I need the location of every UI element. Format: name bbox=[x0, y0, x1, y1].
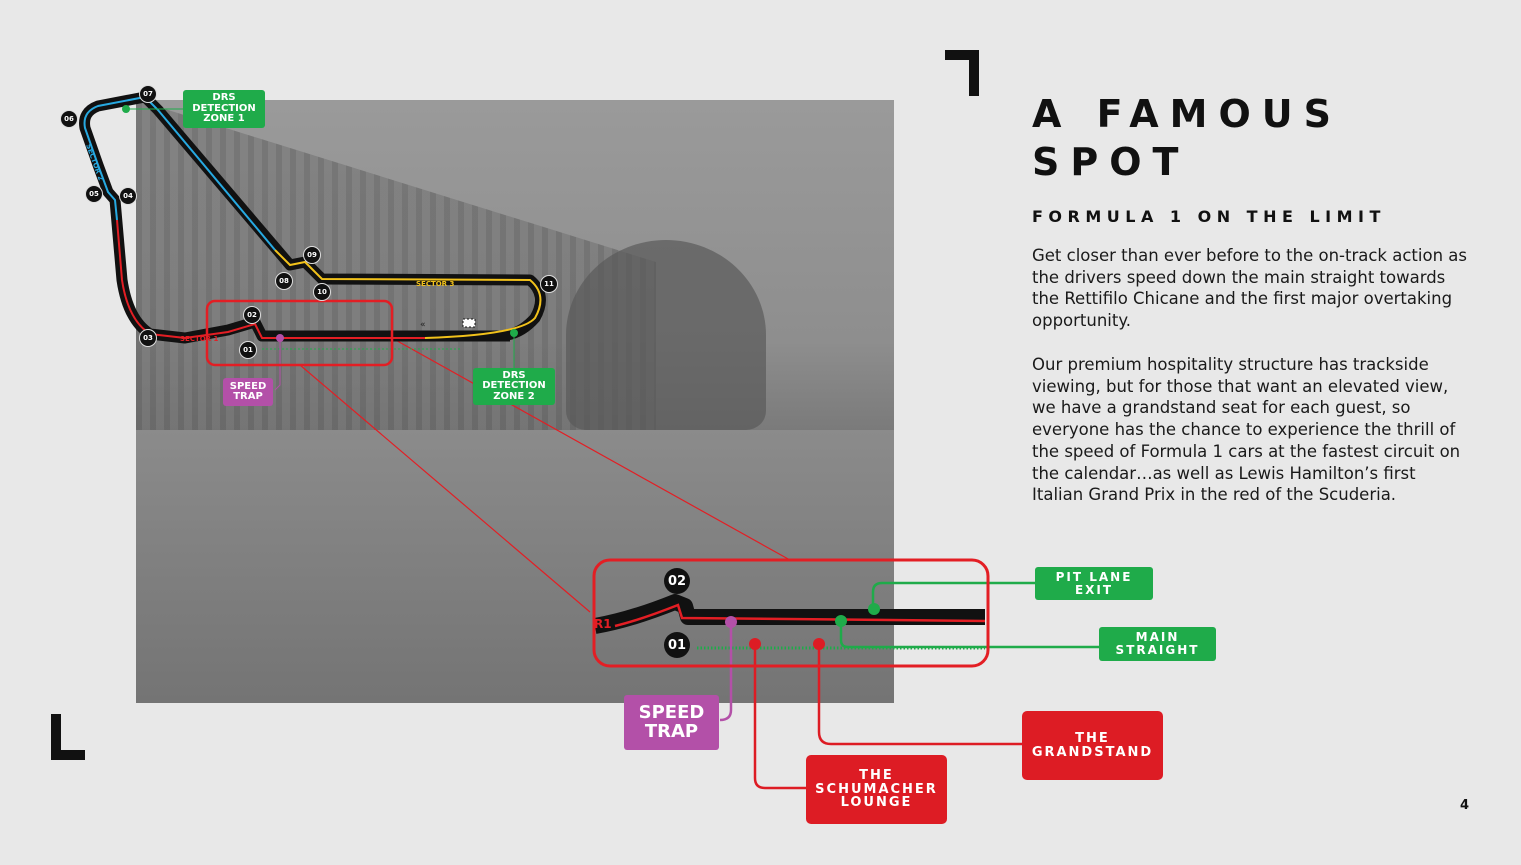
corner-06: 06 bbox=[60, 110, 78, 128]
corner-bracket-bottom-icon bbox=[51, 714, 85, 760]
schumacher-lounge-connector bbox=[753, 645, 806, 790]
pit-lane-exit-label: PIT LANE EXIT bbox=[1035, 567, 1153, 600]
trees-image bbox=[566, 240, 766, 430]
track-surface-image bbox=[136, 430, 894, 703]
corner-07: 07 bbox=[139, 85, 157, 103]
corner-11: 11 bbox=[540, 275, 558, 293]
main-straight-point bbox=[835, 615, 847, 627]
page-title: A FAMOUS SPOT bbox=[1032, 90, 1342, 186]
title-line-2: SPOT bbox=[1032, 140, 1190, 184]
zoom-connector-line bbox=[299, 364, 591, 613]
corner-01: 01 bbox=[239, 341, 257, 359]
drs1-detection-point bbox=[122, 105, 130, 113]
pit-exit-point bbox=[868, 603, 880, 615]
drs2-detection-point bbox=[510, 329, 518, 337]
inset-speed-trap-connector bbox=[719, 622, 733, 722]
corner-03: 03 bbox=[139, 329, 157, 347]
sector-1-label: SECTOR 1 bbox=[180, 335, 219, 343]
inset-track-outline bbox=[593, 594, 985, 634]
sector-1-line bbox=[116, 219, 425, 340]
speed-trap-label: SPEED TRAP bbox=[223, 378, 273, 406]
paragraph-2: Our premium hospitality structure has tr… bbox=[1032, 355, 1461, 505]
sector-3-line bbox=[274, 249, 542, 339]
inset-sector-fragment: R1 bbox=[594, 617, 612, 631]
page-number: 4 bbox=[1460, 798, 1470, 813]
inset-speed-trap-label: SPEED TRAP bbox=[624, 695, 719, 750]
corner-bracket-top-icon bbox=[945, 50, 979, 96]
grandstand-point bbox=[813, 638, 825, 650]
inset-frame bbox=[592, 558, 990, 668]
corner-09: 09 bbox=[303, 246, 321, 264]
drs-zone-1-label: DRS DETECTION ZONE 1 bbox=[183, 90, 265, 128]
direction-chevrons-icon: « bbox=[420, 320, 426, 330]
sector-2-line bbox=[83, 95, 276, 251]
zoom-connector-line bbox=[391, 337, 791, 561]
corner-05: 05 bbox=[85, 185, 103, 203]
zoom-highlight-box bbox=[205, 299, 394, 367]
speed-trap-connector bbox=[274, 338, 281, 391]
pit-exit-connector bbox=[871, 581, 1035, 610]
corner-10: 10 bbox=[313, 283, 331, 301]
inset-sector-1-line bbox=[614, 603, 986, 628]
schumacher-lounge-point bbox=[749, 638, 761, 650]
main-straight-connector bbox=[839, 622, 1099, 649]
inset-corner-02: 02 bbox=[664, 568, 690, 594]
inset-speed-trap-point bbox=[725, 616, 737, 628]
corner-02: 02 bbox=[243, 306, 261, 324]
drs-zone-2-label: DRS DETECTION ZONE 2 bbox=[473, 368, 555, 405]
grandstand-label: THE GRANDSTAND bbox=[1022, 711, 1163, 780]
inset-corner-01: 01 bbox=[664, 632, 690, 658]
corner-08: 08 bbox=[275, 272, 293, 290]
grandstand-connector bbox=[817, 645, 1022, 746]
sector-3-label: SECTOR 3 bbox=[416, 280, 455, 288]
main-straight-label: MAIN STRAIGHT bbox=[1099, 627, 1216, 661]
corner-04: 04 bbox=[119, 187, 137, 205]
subheading: FORMULA 1 ON THE LIMIT bbox=[1032, 207, 1386, 226]
speed-trap-point bbox=[276, 334, 284, 342]
schumacher-lounge-label: THE SCHUMACHER LOUNGE bbox=[806, 755, 947, 824]
checkered-flag-icon bbox=[462, 318, 476, 328]
title-line-1: A FAMOUS bbox=[1032, 92, 1342, 136]
paragraph-1: Get closer than ever before to the on-tr… bbox=[1032, 246, 1467, 331]
